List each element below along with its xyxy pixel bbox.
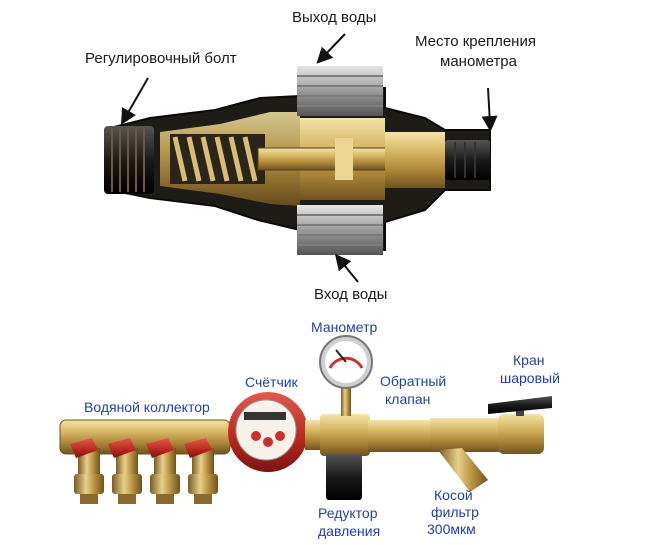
label-check-valve-line1: Обратный bbox=[380, 373, 447, 389]
label-meter: Счётчик bbox=[245, 374, 298, 390]
ball-valve bbox=[498, 414, 544, 454]
pressure-reducer-cutaway bbox=[104, 33, 498, 283]
manifold-outlets bbox=[70, 438, 218, 504]
label-gauge-mount-line2: манометра bbox=[440, 53, 517, 70]
arrow-adjusting-bolt bbox=[121, 77, 149, 125]
pressure-reducer bbox=[320, 414, 370, 456]
label-ball-valve-line1: Кран bbox=[513, 352, 545, 368]
water-meter-dial bbox=[235, 399, 297, 461]
label-filter-line3: 300мкм bbox=[427, 521, 476, 537]
label-ball-valve-line2: шаровый bbox=[500, 370, 560, 386]
gauge-port-cap bbox=[445, 140, 490, 180]
spring bbox=[172, 136, 258, 182]
ball-valve-handle bbox=[488, 396, 552, 414]
gauge-port-body bbox=[385, 132, 445, 188]
installation-assembly bbox=[59, 335, 552, 504]
check-valve bbox=[368, 420, 430, 452]
label-reducer-line2: давления bbox=[318, 523, 381, 539]
arrow-gauge-mount bbox=[481, 87, 498, 132]
label-manometer: Манометр bbox=[311, 319, 378, 335]
label-water-out: Выход воды bbox=[292, 9, 377, 26]
label-filter-line1: Косой bbox=[434, 487, 473, 503]
water-inlet-pipe bbox=[297, 205, 383, 255]
label-reducer-line1: Редуктор bbox=[318, 505, 378, 521]
label-manifold: Водяной коллектор bbox=[84, 399, 210, 415]
y-strainer bbox=[430, 418, 500, 452]
water-outlet-pipe bbox=[297, 66, 383, 116]
arrow-water-in bbox=[334, 253, 359, 283]
label-filter-line2: фильтр bbox=[431, 504, 479, 520]
arrow-water-out bbox=[316, 33, 346, 64]
label-check-valve-line2: клапан bbox=[385, 391, 431, 407]
label-gauge-mount-line1: Место крепления bbox=[415, 33, 536, 50]
reducer-cap bbox=[326, 454, 362, 500]
label-water-in: Вход воды bbox=[314, 286, 388, 303]
label-adjusting-bolt: Регулировочный болт bbox=[85, 50, 237, 67]
